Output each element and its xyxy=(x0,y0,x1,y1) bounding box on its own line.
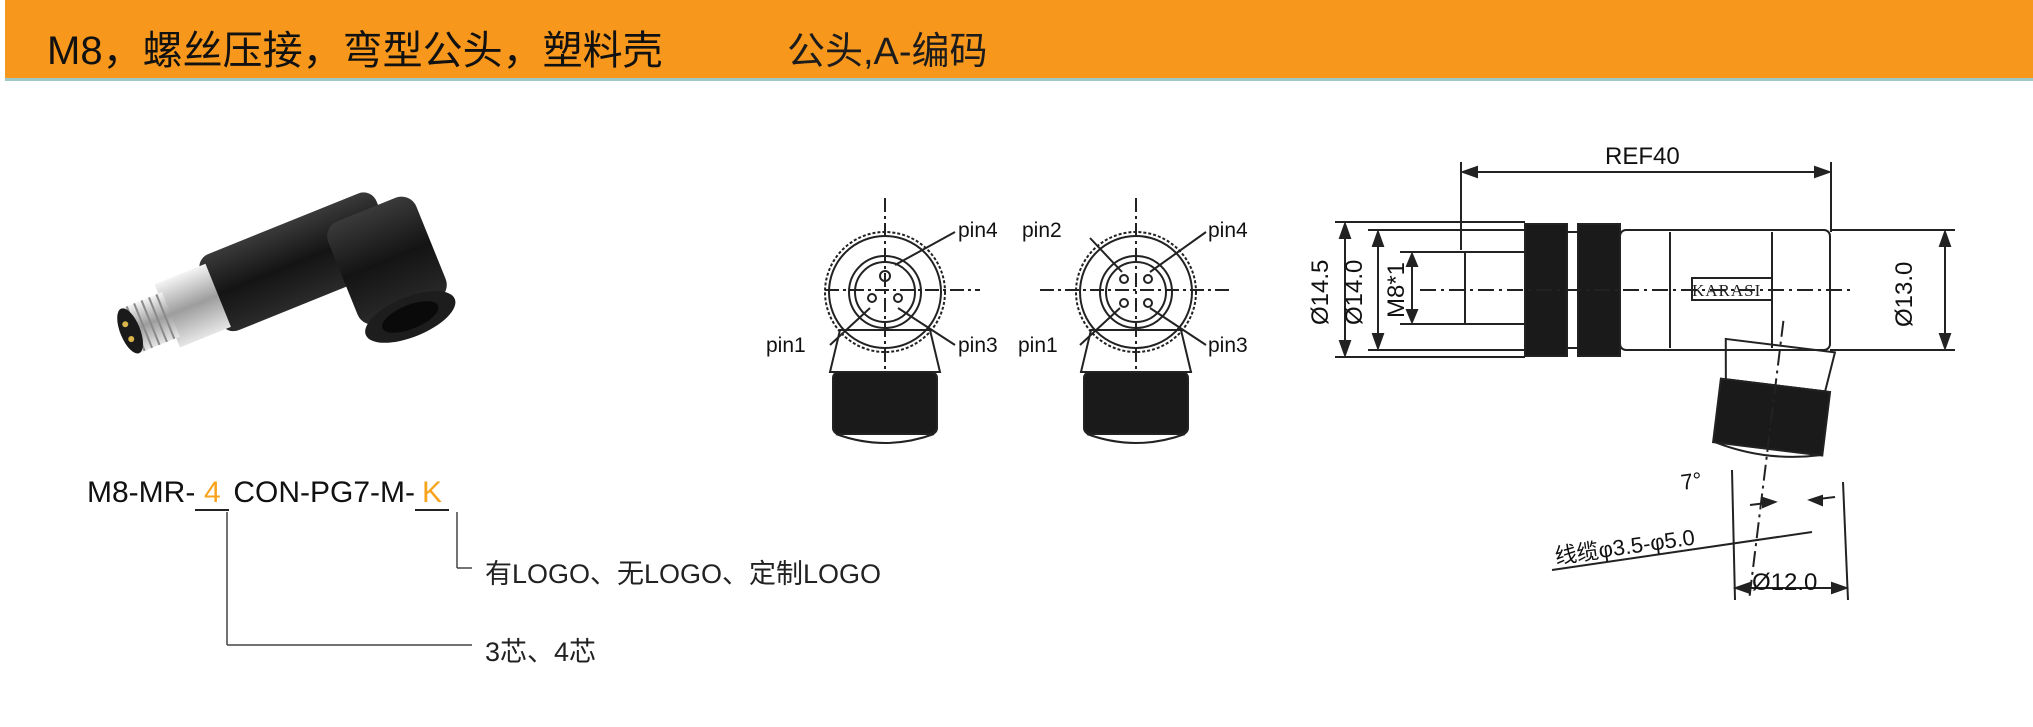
page-subtitle: 公头,A-编码 xyxy=(787,31,988,73)
pin-label-left-pin4: pin4 xyxy=(958,219,998,242)
part-code-prefix: M8-MR- xyxy=(87,476,196,509)
pin-label-right-pin3: pin3 xyxy=(1208,334,1248,357)
header-bar: M8，螺丝压接，弯型公头，塑料壳 公头,A-编码 xyxy=(5,0,2033,81)
pin-label-right-pin4: pin4 xyxy=(1208,219,1248,242)
pin-label-left-pin3: pin3 xyxy=(958,334,998,357)
dim-d14-0: Ø14.0 xyxy=(1341,260,1368,325)
brand-marking: KARASI xyxy=(1692,281,1761,300)
note-logo-options: 有LOGO、无LOGO、定制LOGO xyxy=(485,559,882,589)
note-core-options: 3芯、4芯 xyxy=(485,637,597,667)
part-code-core-count: 4 xyxy=(195,477,230,511)
pin-label-left-pin1: pin1 xyxy=(766,334,806,357)
dim-cable-range: 线缆φ3.5-φ5.0 xyxy=(1553,525,1696,569)
part-code-middle: CON-PG7-M- xyxy=(233,476,415,509)
pin-label-right-pin1: pin1 xyxy=(1018,334,1058,357)
page-title: M8，螺丝压接，弯型公头，塑料壳 xyxy=(47,29,663,73)
pin-label-right-pin2: pin2 xyxy=(1022,219,1062,242)
dim-ref40: REF40 xyxy=(1605,143,1680,170)
dim-d14-5: Ø14.5 xyxy=(1307,260,1334,325)
dim-angle-7: 7° xyxy=(1679,467,1703,495)
dim-d13-0: Ø13.0 xyxy=(1891,262,1918,327)
part-code-logo-option: K xyxy=(414,477,449,511)
dim-thread-m8: M8*1 xyxy=(1383,262,1410,318)
dim-d12-0: Ø12.0 xyxy=(1752,569,1817,596)
